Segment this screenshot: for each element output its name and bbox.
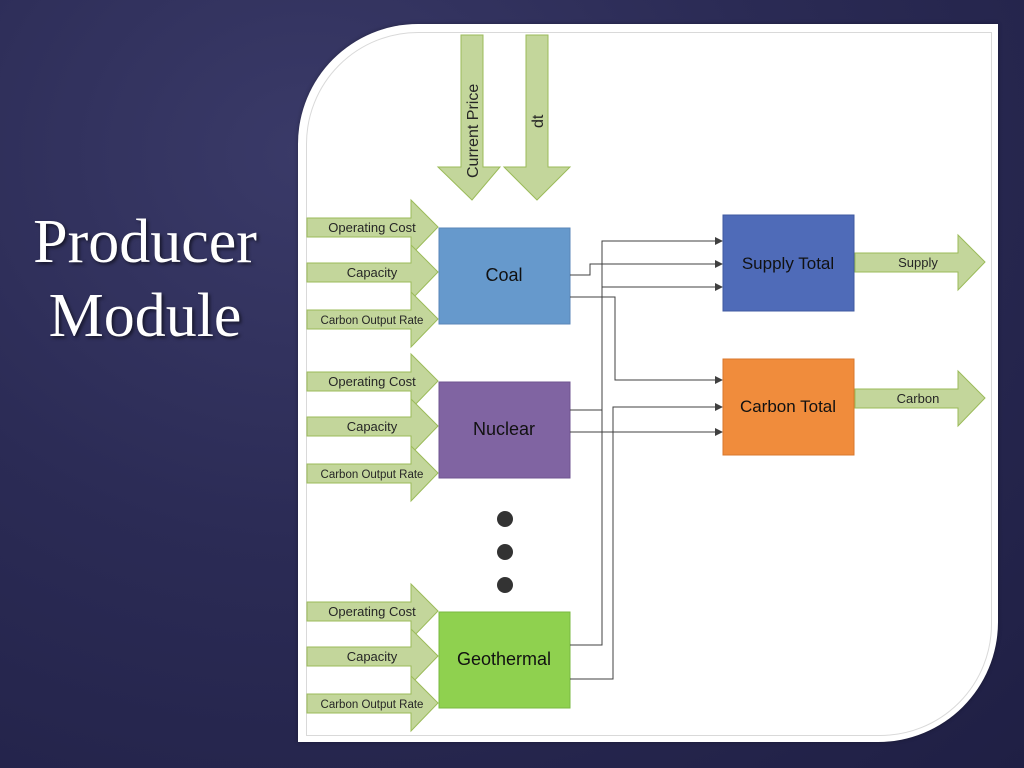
geothermal-carbon-output-rate-label: Carbon Output Rate [321,699,424,711]
geothermal-supply-connector [570,410,603,646]
geothermal-capacity-arrow: Capacity [306,627,439,686]
supply-total-box: Supply Total [722,214,855,312]
supply-output-arrow: Supply [854,233,986,292]
supply-output-label: Supply [898,255,938,270]
coal-carbon-connector [570,296,723,384]
carbon-total-box: Carbon Total [722,358,855,456]
ellipsis-dots [497,511,513,593]
nuclear-operating-cost-arrow: Operating Cost [306,352,439,411]
ellipsis-dot [497,544,513,560]
nuclear-operating-cost-label: Operating Cost [328,374,416,389]
connector-lines [570,237,723,680]
coal-label: Coal [485,265,522,285]
carbon-output-label: Carbon [897,391,940,406]
coal-box: Coal [438,227,571,325]
nuclear-capacity-arrow: Capacity [306,397,439,456]
nuclear-label: Nuclear [473,419,535,439]
ellipsis-dot [497,511,513,527]
nuclear-inputs: Operating Cost Capacity Carbon Output Ra… [306,352,439,503]
geothermal-box: Geothermal [438,611,571,709]
coal-capacity-arrow: Capacity [306,243,439,302]
coal-supply-connector [570,260,723,276]
geothermal-carbon-output-rate-arrow: Carbon Output Rate [306,674,439,733]
supply-total-label: Supply Total [742,254,834,273]
nuclear-box: Nuclear [438,381,571,479]
nuclear-carbon-output-rate-label: Carbon Output Rate [321,469,424,481]
coal-inputs: Operating Cost Capacity Carbon Output Ra… [306,198,439,349]
current-price-arrow: Current Price [436,34,502,201]
slide-title: Producer Module [0,205,290,353]
geothermal-operating-cost-arrow: Operating Cost [306,582,439,641]
geothermal-operating-cost-label: Operating Cost [328,604,416,619]
geothermal-label: Geothermal [457,649,551,669]
carbon-output-arrow: Carbon [854,369,986,428]
ellipsis-dot [497,577,513,593]
geothermal-capacity-label: Capacity [347,649,398,664]
nuclear-capacity-label: Capacity [347,419,398,434]
carbon-total-label: Carbon Total [740,397,836,416]
coal-operating-cost-arrow: Operating Cost [306,198,439,257]
coal-operating-cost-label: Operating Cost [328,220,416,235]
geothermal-carbon-connector [570,403,723,680]
nuclear-carbon-output-rate-arrow: Carbon Output Rate [306,444,439,503]
title-line-2: Module [48,282,242,350]
geothermal-inputs: Operating Cost Capacity Carbon Output Ra… [306,582,439,733]
coal-carbon-output-rate-arrow: Carbon Output Rate [306,290,439,349]
nuclear-supply-connector [570,237,723,411]
dt-arrow: dt [502,34,572,201]
dt-label: dt [530,114,547,128]
coal-carbon-output-rate-label: Carbon Output Rate [321,315,424,327]
current-price-label: Current Price [465,84,482,178]
coal-capacity-label: Capacity [347,265,398,280]
title-line-1: Producer [33,208,257,276]
